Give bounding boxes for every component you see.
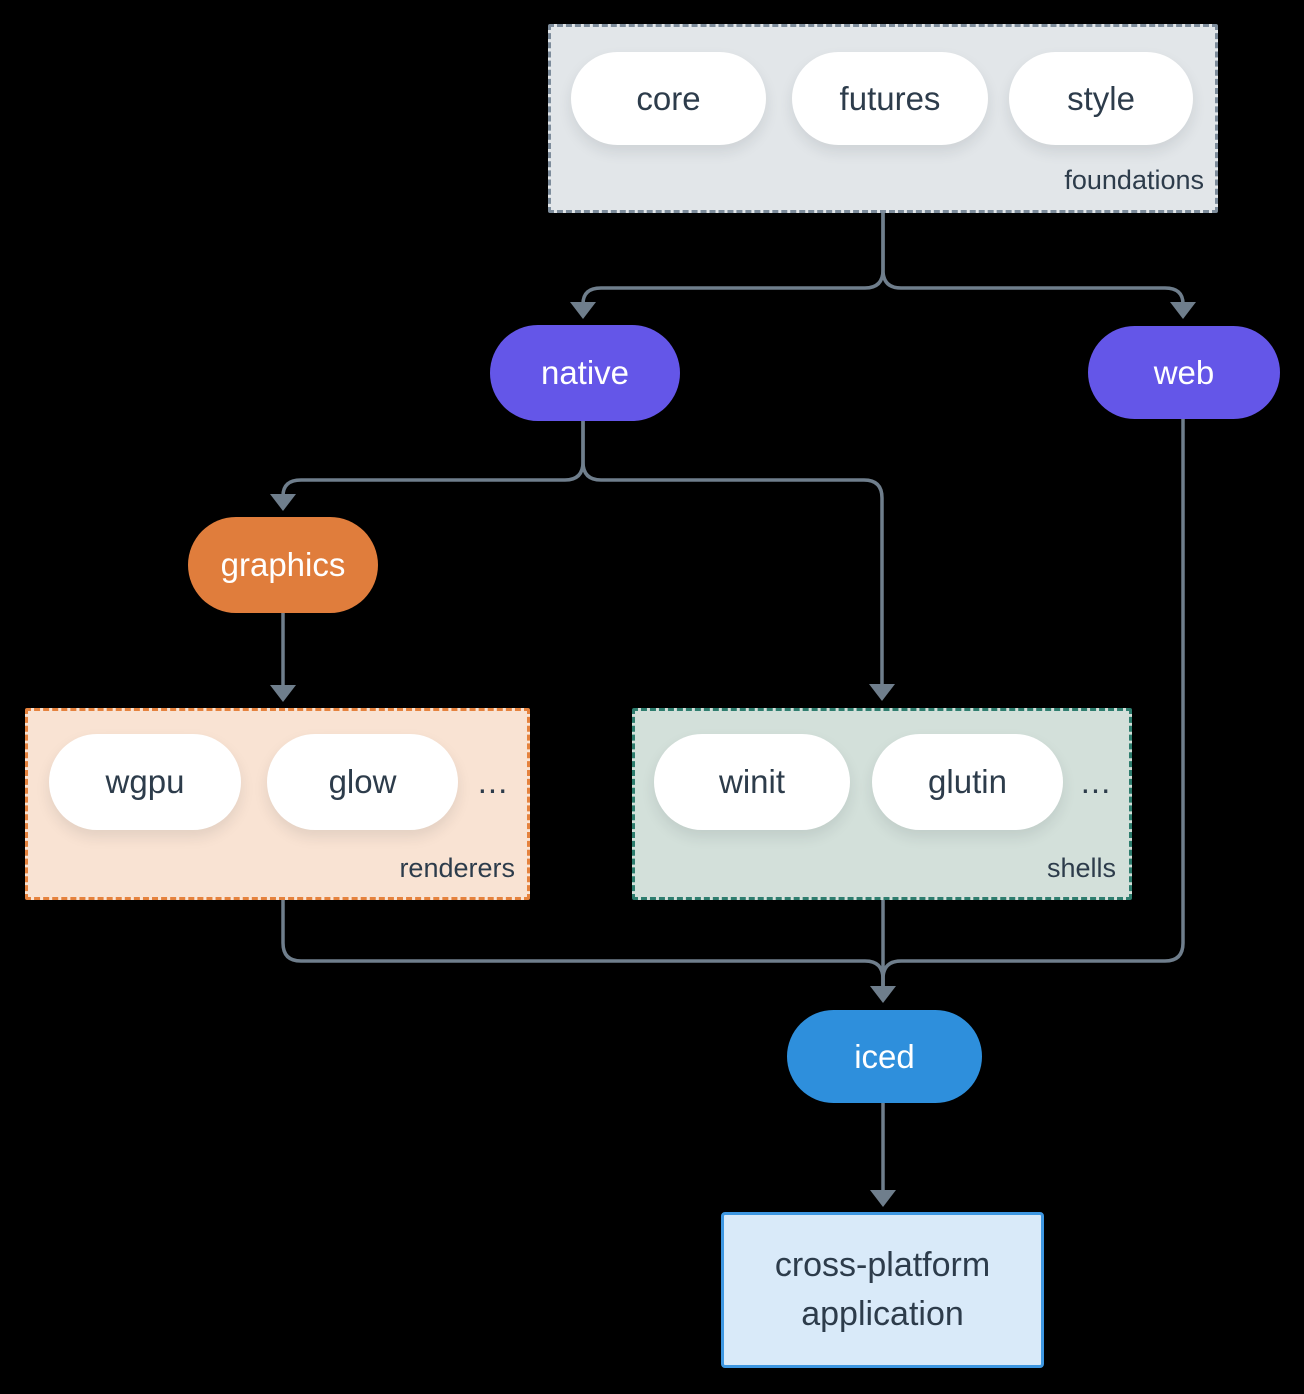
node-native: native: [490, 325, 680, 421]
edge-native-graphics: [281, 419, 585, 498]
node-iced: iced: [787, 1010, 982, 1103]
node-glutin: glutin: [872, 734, 1063, 830]
edge-native-shells: [581, 419, 884, 688]
group-label-renderers: renderers: [399, 853, 515, 883]
renderers-ellipsis: ...: [477, 763, 509, 800]
node-style: style: [1009, 52, 1193, 145]
arrowhead-app-icon: [870, 1190, 896, 1207]
edge-foundations-web: [881, 211, 1185, 306]
edge-renderers-iced: [281, 898, 885, 990]
arrowhead-graphics-icon: [270, 494, 296, 511]
arrowhead-shells-icon: [869, 684, 895, 701]
app-label-line1: cross-platform: [774, 1246, 991, 1284]
arrowhead-native-icon: [570, 302, 596, 319]
edge-foundations-native: [581, 211, 885, 306]
arrowhead-iced-icon: [870, 986, 896, 1003]
node-glow: glow: [267, 734, 458, 830]
app-label-line2: application: [801, 1295, 964, 1333]
group-label-foundations: foundations: [1064, 165, 1204, 195]
arrowhead-web-icon: [1170, 302, 1196, 319]
node-graphics: graphics: [188, 517, 378, 613]
shells-ellipsis: ...: [1080, 763, 1112, 800]
node-winit: winit: [654, 734, 850, 830]
arrowhead-renderers-icon: [270, 685, 296, 702]
group-label-shells: shells: [1046, 853, 1116, 883]
node-web: web: [1088, 326, 1280, 419]
node-wgpu: wgpu: [49, 734, 241, 830]
node-futures: futures: [792, 52, 988, 145]
edge-web-iced: [881, 417, 1185, 990]
node-cross-platform-application: cross-platform application: [721, 1212, 1044, 1368]
node-core: core: [571, 52, 766, 145]
